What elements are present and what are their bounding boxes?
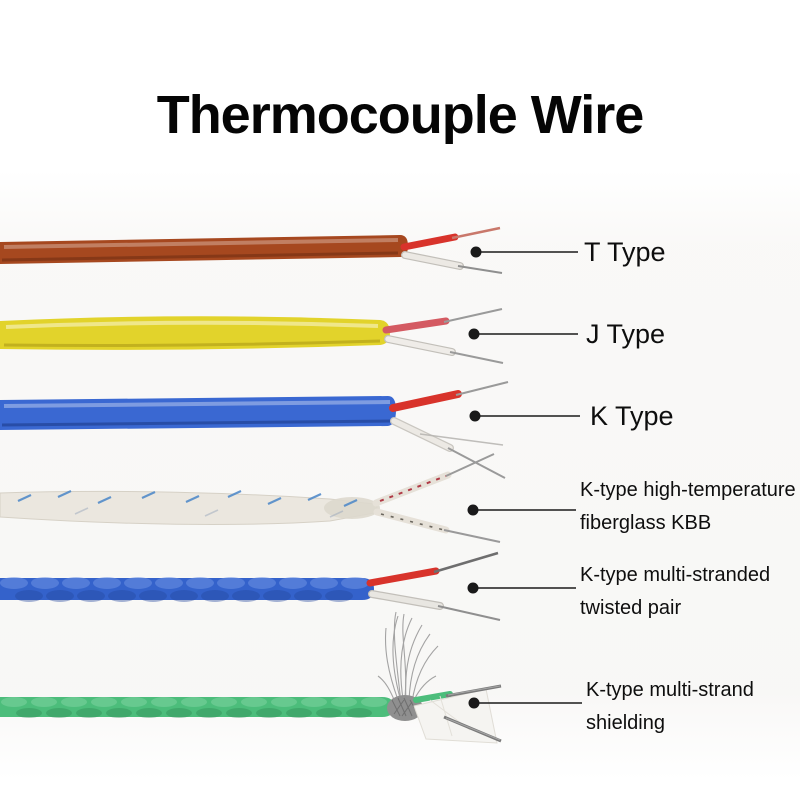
twisted-pair-positive-tip bbox=[433, 551, 499, 574]
t-type-jacket bbox=[0, 235, 408, 264]
label-k-fiberglass-line1: K-type high-temperature bbox=[580, 479, 796, 501]
twisted-pair-negative-tip bbox=[437, 605, 501, 621]
k-type-positive-wire bbox=[389, 390, 462, 412]
label-t-type-line1: T Type bbox=[584, 237, 666, 267]
j-type-negative-wire bbox=[385, 336, 455, 355]
label-j-type: J Type bbox=[586, 318, 665, 350]
label-k-twisted-pair-line2: twisted pair bbox=[580, 597, 682, 619]
wire-k-type bbox=[0, 381, 509, 479]
leader-t-type bbox=[470, 246, 578, 258]
label-k-fiberglass-line2: fiberglass KBB bbox=[580, 512, 712, 534]
label-k-fiberglass: K-type high-temperature fiberglass KBB bbox=[580, 474, 796, 540]
wire-k-shielded bbox=[0, 611, 502, 744]
wire-j-type bbox=[0, 308, 504, 364]
fiberglass-positive-tip bbox=[445, 453, 495, 477]
t-type-positive-wire bbox=[400, 233, 459, 251]
leader-k-fiberglass bbox=[467, 504, 576, 516]
j-type-jacket bbox=[0, 316, 390, 350]
leader-k-twisted-pair bbox=[467, 582, 576, 594]
page-title: Thermocouple Wire bbox=[156, 85, 645, 146]
shield-braid-strands bbox=[377, 611, 439, 705]
label-j-type-line1: J Type bbox=[586, 319, 666, 349]
k-type-jacket bbox=[0, 396, 396, 430]
label-k-shielded-line2: shielding bbox=[586, 712, 665, 734]
j-type-positive-wire bbox=[382, 317, 450, 334]
wire-k-twisted-pair bbox=[0, 551, 501, 621]
j-type-negative-tip bbox=[449, 351, 504, 364]
wire-k-fiberglass bbox=[0, 453, 501, 543]
twisted-pair-negative-wire bbox=[369, 591, 443, 609]
fiberglass-jacket bbox=[0, 490, 378, 525]
label-k-type: K Type bbox=[590, 400, 674, 432]
fiberglass-negative-tip bbox=[443, 529, 501, 543]
wire-t-type bbox=[0, 226, 503, 274]
label-k-shielded: K-type multi-strand shielding bbox=[586, 674, 754, 740]
leader-lines bbox=[467, 246, 582, 709]
shielded-green-stub bbox=[413, 691, 453, 703]
twisted-pair-positive-wire bbox=[366, 567, 440, 587]
leader-k-shielded bbox=[468, 697, 582, 709]
t-type-negative-tip bbox=[457, 265, 503, 274]
j-type-positive-tip bbox=[443, 308, 503, 323]
leader-k-type bbox=[469, 410, 580, 422]
label-k-shielded-line1: K-type multi-strand bbox=[586, 679, 754, 701]
label-k-twisted-pair-line1: K-type multi-stranded bbox=[580, 564, 771, 586]
fiberglass-positive-branch bbox=[372, 471, 452, 507]
t-type-positive-tip bbox=[451, 226, 501, 240]
photo-background bbox=[0, 170, 800, 780]
label-k-twisted-pair: K-type multi-stranded twisted pair bbox=[580, 559, 770, 625]
k-type-positive-tip bbox=[455, 381, 509, 396]
leader-j-type bbox=[468, 328, 578, 340]
t-type-negative-wire bbox=[402, 252, 463, 269]
label-k-type-line1: K Type bbox=[590, 401, 674, 431]
label-t-type: T Type bbox=[584, 236, 666, 268]
